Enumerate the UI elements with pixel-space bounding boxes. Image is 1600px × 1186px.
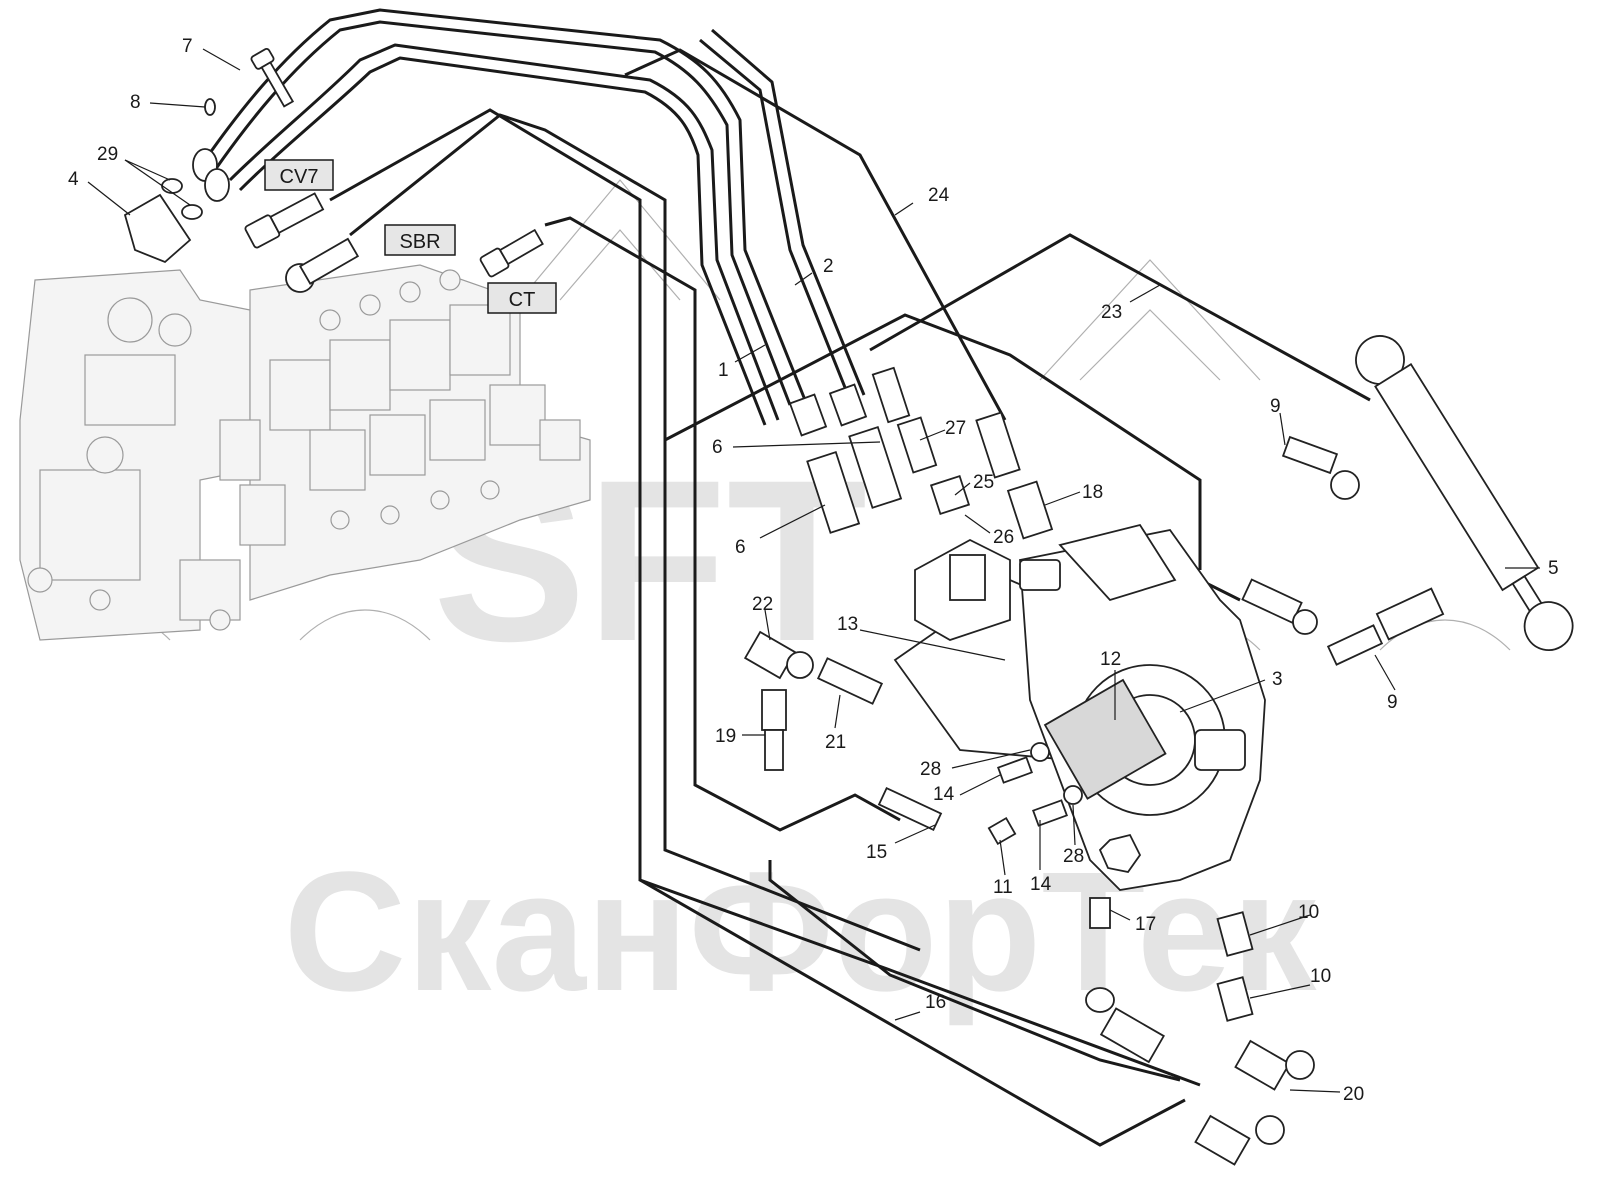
- callout-14-right: 14: [1030, 874, 1052, 895]
- callout-5: 5: [1548, 558, 1559, 579]
- callout-6-lower: 6: [735, 537, 746, 558]
- callout-1: 1: [718, 360, 729, 381]
- callout-16: 16: [925, 992, 946, 1013]
- port-label-cv7: CV7: [264, 159, 334, 191]
- elbow-fittings-20: [1085, 987, 1315, 1166]
- callout-15: 15: [866, 842, 887, 863]
- valve-sections: [269, 269, 581, 530]
- clip-11: [987, 816, 1017, 846]
- hose-23: [869, 233, 1371, 402]
- port-label-cv7-text: CV7: [280, 166, 319, 188]
- fitting-22: [743, 630, 814, 680]
- callout-12: 12: [1100, 649, 1121, 670]
- callout-4: 4: [68, 169, 79, 190]
- callout-14-left: 14: [933, 784, 955, 805]
- callout-20: 20: [1343, 1084, 1364, 1105]
- cylinder-5: [1355, 335, 1574, 651]
- line-sbr: [349, 113, 921, 952]
- fitting-17: [1089, 897, 1111, 929]
- line-ct: [544, 216, 901, 832]
- bolts-14: [997, 756, 1068, 827]
- fittings-upper: [788, 366, 1054, 540]
- callout-9-lower: 9: [1387, 692, 1398, 713]
- callout-21: 21: [825, 732, 846, 753]
- callout-7: 7: [182, 36, 193, 57]
- bolt-7: [250, 48, 295, 108]
- callout-28-upper: 28: [920, 759, 941, 780]
- fittings-10: [1216, 911, 1254, 1022]
- callout-numbers: 7 8 29 4 24 2 23 1 9 6 27 25 18 26 6 5 2…: [68, 36, 1559, 1105]
- adapter-21: [816, 657, 884, 705]
- callout-10-upper: 10: [1298, 902, 1319, 923]
- frame-line-lower: [768, 860, 1181, 1082]
- fitting-15: [877, 786, 943, 832]
- callout-11: 11: [993, 877, 1013, 898]
- callout-6-upper: 6: [712, 437, 723, 458]
- callout-18: 18: [1082, 482, 1103, 503]
- callout-26: 26: [993, 527, 1014, 548]
- port-label-ct: CT: [487, 282, 557, 314]
- elbow-9-upper: [1281, 435, 1360, 500]
- hose-couplers: [192, 148, 230, 202]
- part-12-block: [1043, 678, 1167, 800]
- hose-fittings-cv7-sbr-ct: [244, 192, 544, 293]
- washer-8: [204, 98, 216, 116]
- hose-24: [624, 48, 1007, 421]
- callout-13: 13: [837, 614, 858, 635]
- hose-fitting-right: [1241, 578, 1318, 635]
- line-cv7: [329, 108, 1201, 1087]
- callout-28-lower: 28: [1063, 846, 1084, 867]
- callout-23: 23: [1101, 302, 1122, 323]
- nut-17-body: [1098, 833, 1142, 873]
- hose-pair-1-2: [203, 8, 866, 426]
- washers-28: [1030, 742, 1083, 805]
- callout-27: 27: [945, 418, 966, 439]
- callout-10-lower: 10: [1310, 966, 1331, 987]
- hose-16: [639, 878, 1186, 1147]
- callout-8: 8: [130, 92, 141, 113]
- callout-17: 17: [1135, 914, 1156, 935]
- callout-24: 24: [928, 185, 950, 206]
- callout-25: 25: [973, 472, 994, 493]
- callout-19: 19: [715, 726, 736, 747]
- control-valve-block: [19, 264, 591, 641]
- callout-29: 29: [97, 144, 118, 165]
- bracket-4: [123, 193, 192, 264]
- callout-3: 3: [1272, 669, 1283, 690]
- callout-9-upper: 9: [1270, 396, 1281, 417]
- frame-line-upper: [664, 313, 1202, 570]
- port-label-ct-text: CT: [509, 289, 536, 311]
- fitting-19: [761, 689, 787, 771]
- callout-2: 2: [823, 256, 834, 277]
- leader-lines: [87, 48, 1540, 1093]
- elbow-9-lower: [1326, 587, 1445, 666]
- port-label-sbr: SBR: [384, 224, 456, 256]
- callout-22: 22: [752, 594, 773, 615]
- port-label-sbr-text: SBR: [399, 231, 440, 253]
